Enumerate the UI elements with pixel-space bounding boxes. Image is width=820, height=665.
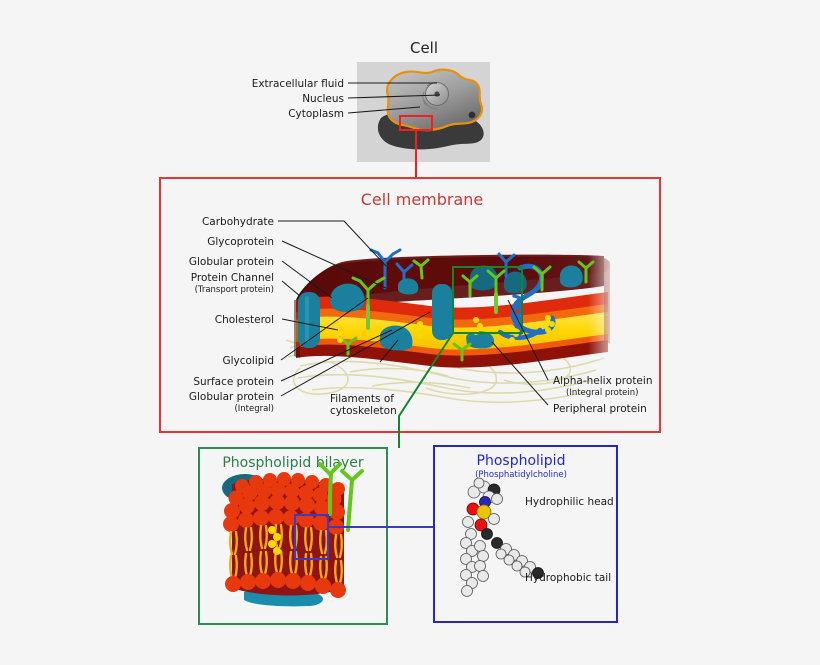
label-glycolipid: Glycolipid — [222, 355, 274, 367]
label-glycoprotein: Glycoprotein — [207, 236, 274, 248]
carbohydrate-branch — [369, 248, 402, 290]
bilayer-lower-heads — [225, 572, 346, 598]
nucleus-arc-2 — [423, 99, 438, 110]
glycolipid-branches — [338, 258, 595, 362]
label-globular-protein: Globular protein — [189, 256, 274, 268]
glycerol-carbon-2 — [465, 528, 477, 540]
surface-protein-right — [466, 331, 494, 349]
label-carbohydrate: Carbohydrate — [202, 216, 274, 228]
connector-membrane-to-bilayer — [398, 332, 454, 448]
label-cytoplasm: Cytoplasm — [288, 108, 344, 120]
page-title: Cell — [410, 39, 438, 57]
protein-channel-pore — [305, 296, 309, 342]
globular-protein-upper — [330, 283, 365, 312]
membrane-proteins — [298, 248, 595, 362]
label-protein-channel-sub: (Transport protein) — [195, 285, 274, 295]
cell-panel: Cell Extracellular fluid Nucleus Cytopla… — [252, 39, 490, 162]
hydrophobic-tail-1b — [474, 540, 489, 582]
label-cholesterol: Cholesterol — [215, 314, 274, 326]
glycoprotein-protein-body — [398, 278, 419, 295]
label-alpha-helix-protein-sub: (Integral protein) — [566, 388, 638, 398]
nucleus-arc-1 — [426, 81, 447, 88]
alpha-helix-protein-shape — [432, 284, 452, 340]
bilayer-lower-tails — [229, 549, 343, 585]
bilayer-upper-tails — [229, 523, 343, 559]
label-surface-protein: Surface protein — [193, 376, 274, 388]
label-nucleus: Nucleus — [302, 93, 344, 105]
leader-cytoplasm — [347, 106, 421, 114]
membrane-right-fade — [588, 250, 638, 360]
label-hydrophilic-head: Hydrophilic head — [525, 496, 614, 508]
bilayer-panel-border — [198, 447, 388, 625]
label-globular-protein-integral-sub: (Integral) — [234, 404, 274, 414]
label-filaments-line1: Filaments of — [330, 393, 394, 405]
bilayer-panel-title: Phospholipid bilayer — [222, 455, 364, 471]
glycerol-carbon-1 — [462, 516, 474, 528]
membrane-panel-title: Cell membrane — [361, 190, 484, 209]
glycerol-carbon-3 — [481, 528, 493, 540]
glycoprotein-branch-right — [497, 252, 516, 278]
label-extracellular-fluid: Extracellular fluid — [252, 78, 344, 90]
globular-protein-far-right — [559, 265, 583, 288]
label-globular-protein-integral: Globular protein — [189, 391, 274, 403]
phospholipid-panel-border — [433, 445, 618, 623]
label-alpha-helix-protein: Alpha-helix protein — [553, 375, 652, 387]
label-filaments-line2: cytoskeleton — [330, 405, 397, 417]
phospholipid-panel-subtitle: (Phosphatidylcholine) — [475, 470, 567, 480]
nucleus-arc-3 — [422, 91, 428, 107]
bilayer-cholesterol — [268, 526, 281, 555]
oxygen-atom-2 — [474, 518, 488, 532]
ester-carbon — [488, 513, 500, 525]
label-protein-channel: Protein Channel — [191, 272, 274, 284]
bilayer-glycolipid — [318, 462, 342, 516]
cell-vesicle — [468, 111, 476, 119]
phospholipid-molecule — [460, 477, 544, 597]
membrane-upper-red — [296, 292, 608, 322]
label-peripheral-protein: Peripheral protein — [553, 403, 647, 415]
bilayer-zoom-box — [294, 514, 329, 560]
membrane-zoom-box — [452, 266, 523, 334]
bilayer-panel: Phospholipid bilayer — [198, 447, 388, 625]
label-hydrophobic-tail: Hydrophobic tail — [525, 572, 611, 584]
leader-nucleus — [347, 94, 441, 99]
phospholipid-panel-title: Phospholipid — [477, 453, 566, 469]
bilayer-glycolipid-2 — [340, 469, 364, 532]
choline-group — [467, 477, 503, 508]
nucleolus — [434, 91, 440, 97]
leader-filaments-cytoskeleton — [379, 339, 399, 363]
phospholipid-panel: Phospholipid (Phosphatidylcholine) — [433, 445, 618, 623]
membrane-panel-border — [159, 177, 661, 433]
bilayer-illustration — [222, 462, 364, 607]
membrane-leader-lines-left — [278, 220, 431, 397]
cholesterol-molecules — [333, 315, 555, 343]
membrane-leader-lines-right — [491, 299, 549, 406]
hydrophobic-tail-2 — [491, 537, 544, 579]
phosphorus-atom — [476, 504, 492, 520]
membrane-lower-maroon — [296, 340, 608, 368]
membrane-panel: Cell membrane — [159, 177, 661, 433]
